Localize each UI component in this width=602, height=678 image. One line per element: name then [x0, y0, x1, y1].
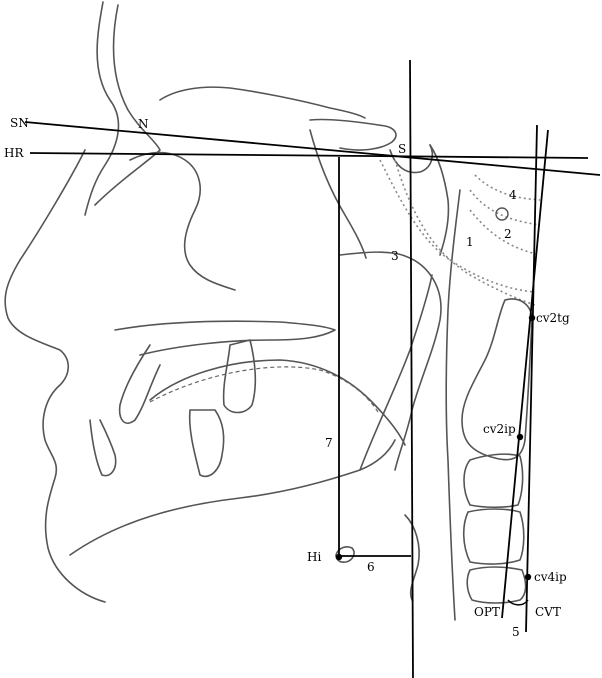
point-cv4ip	[524, 573, 532, 581]
label-1: 1	[466, 235, 474, 249]
dotted-contour-1	[379, 159, 536, 293]
label-cv2tg: cv2tg	[536, 311, 570, 325]
pterygoid-outline	[309, 129, 367, 259]
soft-tissue-profile	[4, 149, 106, 603]
orbit-outline	[159, 86, 366, 119]
label-cv2ip: cv2ip	[483, 422, 516, 436]
label-hi: Hi	[307, 550, 321, 564]
frontal-nasal-outline	[84, 1, 120, 216]
vertical-reference-line	[409, 59, 414, 678]
dotted-contour-5	[469, 209, 541, 256]
label-hr: HR	[4, 146, 24, 160]
anterior-cranial-base	[309, 118, 397, 151]
opt-line	[501, 129, 549, 619]
label-s: S	[398, 142, 406, 156]
mandible-ramus	[359, 274, 433, 471]
vertebra-c4	[462, 508, 525, 565]
vertebra-c5	[466, 566, 527, 604]
point-cv2ip	[516, 433, 524, 441]
nasal-bridge-inner	[94, 4, 161, 206]
dotted-contour-2	[394, 159, 536, 306]
upper-molar-outline	[222, 339, 257, 414]
lower-incisor-outline	[89, 419, 117, 477]
soft-palate-outline	[339, 251, 442, 471]
label-4: 4	[509, 188, 517, 202]
angle-arc-5	[507, 599, 529, 606]
label-cvt: CVT	[535, 605, 561, 619]
label-5: 5	[512, 625, 520, 639]
hr-line	[29, 152, 589, 159]
mandible-outline	[69, 439, 396, 556]
label-7: 7	[325, 436, 333, 450]
point-cv2tg	[528, 314, 536, 322]
cvt-line	[525, 124, 538, 633]
lower-molar-outline	[188, 409, 225, 477]
label-cv4ip: cv4ip	[534, 570, 567, 584]
label-6: 6	[367, 560, 375, 574]
upper-incisor-outline	[118, 344, 161, 424]
label-3: 3	[391, 249, 399, 263]
label-n: N	[138, 117, 149, 131]
small-circle-marker	[495, 207, 509, 221]
dotted-contour-3	[469, 189, 541, 226]
point-hi	[335, 553, 343, 561]
label-opt: OPT	[474, 605, 500, 619]
palate-outline	[114, 320, 336, 356]
dotted-contour-4	[474, 174, 541, 201]
label-sn: SN	[10, 116, 29, 130]
nasal-cavity-outline	[129, 151, 236, 291]
sn-line	[24, 121, 601, 176]
pharynx-posterior-wall	[445, 189, 461, 621]
label-2: 2	[504, 227, 512, 241]
occlusal-plane	[149, 366, 379, 413]
tongue-outline	[149, 359, 406, 446]
vertebra-c3	[463, 453, 524, 509]
